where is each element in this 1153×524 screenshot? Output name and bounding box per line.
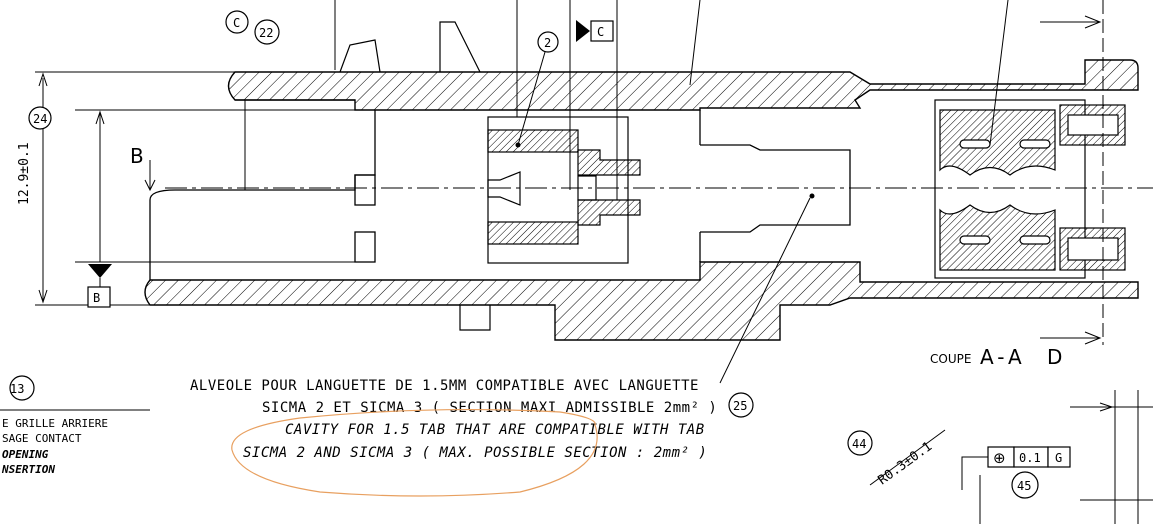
note-25-line4: SICMA 2 AND SICMA 3 ( MAX. POSSIBLE SECT… [243,445,707,461]
highlight-ellipse [231,408,598,497]
feature-control-frame [987,446,1071,468]
balloon-24 [28,106,52,130]
balloon-45-label: 45 [1017,479,1031,493]
rear-seal [934,99,1126,279]
balloon-24-label: 24 [33,112,47,126]
reference-lines [244,0,1009,200]
note-13-line2: SAGE CONTACT [2,432,82,445]
section-label-name: A-A [980,345,1026,369]
balloon-2-leader [517,51,546,146]
balloon-c-label: C [233,16,240,30]
datum-c-box-label: C [597,25,604,39]
view-b-label: B [130,144,144,168]
section-label-prefix: COUPE [930,352,971,366]
tolerance-leader [961,456,988,490]
balloon-2-leader-dot [515,142,521,148]
view-arrow-b [144,160,156,192]
balloon-45 [1011,471,1039,499]
top-latches [339,21,491,331]
balloon-22 [254,19,280,45]
housing-lower-section [144,261,1139,341]
right-dimension-arrows [1070,390,1153,524]
balloon-13 [9,375,35,401]
section-label-suffix: D [1047,345,1062,369]
datum-c-box [590,20,614,42]
balloon-25 [728,392,754,418]
note-25-line2: SICMA 2 ET SICMA 3 ( SECTION MAXI ADMISS… [262,400,717,416]
note-25-line3: CAVITY FOR 1.5 TAB THAT ARE COMPATIBLE W… [285,422,705,438]
section-arrow-top [1040,15,1102,29]
tolerance-value: 0.1 [1019,451,1041,465]
note-13-line1: E GRILLE ARRIERE [2,417,108,430]
balloon-22-label: 22 [259,26,273,40]
balloon-44 [847,430,873,456]
datum-b-marker [87,264,112,308]
balloon-c [225,10,249,34]
balloon-2 [537,31,559,53]
balloon-2-label: 2 [544,36,551,50]
tolerance-datum: G [1055,451,1062,465]
balloon-25-label: 25 [733,399,747,413]
note-13-line4: NSERTION [1,463,55,476]
datum-c-triangle [576,20,590,42]
balloon-25-leader-dot [809,193,815,199]
radius-dimension-text: R0.3±0.1 [876,439,935,488]
section-arrow-bottom [1040,331,1102,345]
note-13-line3: OPENING [2,448,49,461]
height-dimension-text: 12.9±0.1 [17,142,32,205]
balloon-44-label: 44 [852,437,866,451]
balloon-13-label: 13 [10,382,24,396]
housing-upper-section [227,59,1139,111]
balloon-25-leader [719,197,811,384]
tolerance-symbol: ⊕ [993,449,1006,467]
contact-insert [487,116,641,264]
radius-leader [869,429,946,486]
datum-b-box-label: B [93,291,100,305]
note-25-line1: ALVEOLE POUR LANGUETTE DE 1.5MM COMPATIB… [190,378,699,394]
